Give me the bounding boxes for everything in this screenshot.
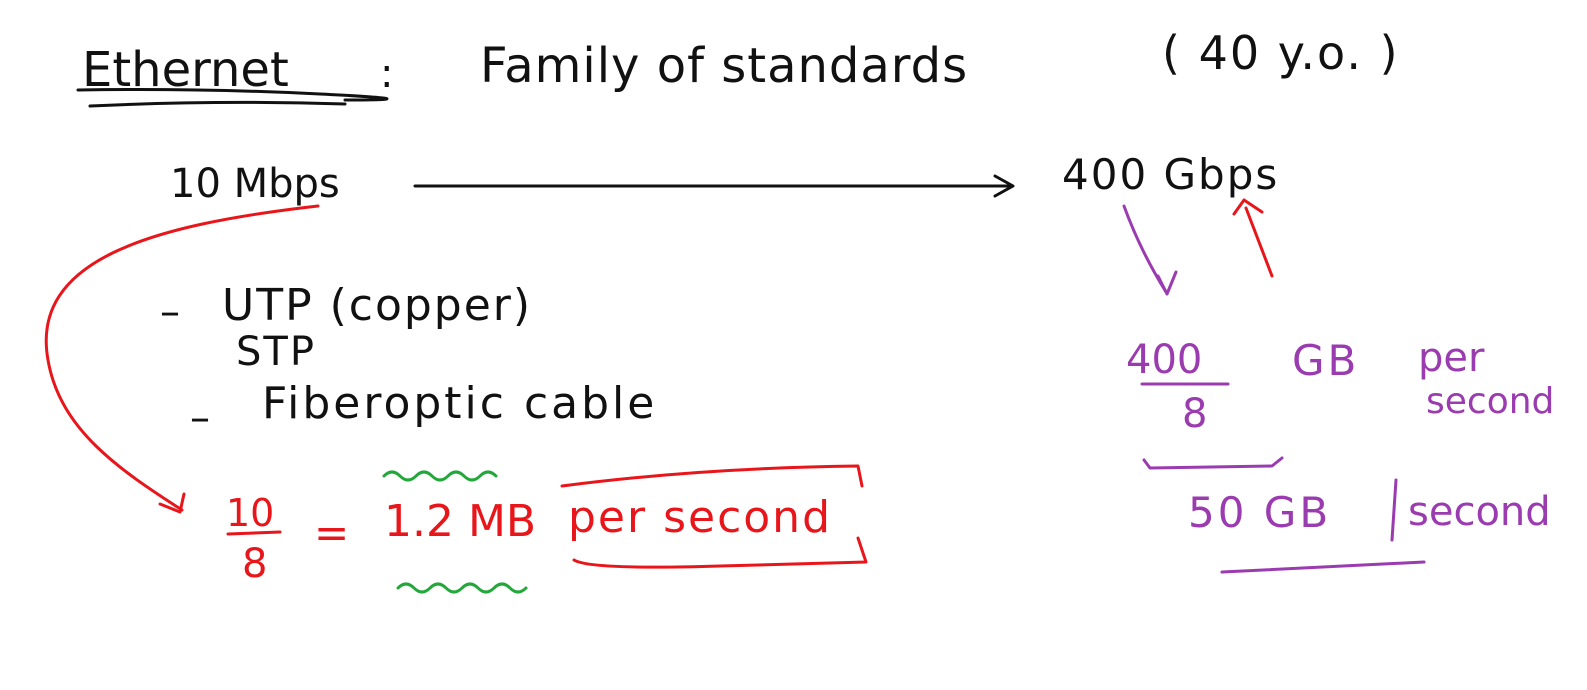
calc-high-second: second [1426,381,1555,422]
speed-low: 10 Mbps [170,161,340,207]
calc-high-unit-top: GB [1292,336,1360,385]
heading-colon: : [380,51,394,97]
calc-low-denominator: 8 [242,541,268,587]
heading-subtitle: Family of standards [480,38,969,94]
red-box-bottom [572,536,868,569]
media-item1-dash: – [160,289,180,335]
calc-high-result-unit: second [1408,489,1551,535]
red-fraction-bar [226,530,282,536]
red-box-top [560,464,864,488]
purple-down-arrow-head [1156,270,1178,296]
media-item2: Fiberoptic cable [262,378,658,429]
red-curved-arrow-head [158,492,186,514]
calc-high-denominator: 8 [1182,391,1208,437]
media-item1b: STP [236,329,316,375]
calc-high-result: 50 GB [1188,488,1332,537]
speed-high: 400 Gbps [1062,150,1280,199]
title-underline [76,88,389,102]
title-double-underline [88,100,347,108]
purple-divider [1390,478,1398,542]
media-item1: UTP (copper) [222,280,533,331]
red-curved-arrow [44,204,320,512]
calc-low-unit: per second [568,492,832,543]
calc-low-numerator: 10 [226,491,275,535]
red-up-arrow-head [1232,198,1264,216]
purple-bracket [1142,456,1284,470]
green-squiggle-top [382,470,498,482]
red-up-arrow [1244,206,1274,278]
calc-low-equals: = [314,508,350,557]
calc-high-per: per [1418,335,1485,381]
green-squiggle-bottom [396,582,528,594]
heading-title: Ethernet [82,42,289,98]
calc-low-result: 1.2 MB [384,496,537,547]
media-item2-dash: – [190,395,210,441]
heading-age: ( 40 y.o. ) [1162,26,1400,80]
calc-high-numerator: 400 [1126,337,1203,383]
purple-result-underline [1220,560,1426,574]
speed-arrow-head [993,174,1015,198]
